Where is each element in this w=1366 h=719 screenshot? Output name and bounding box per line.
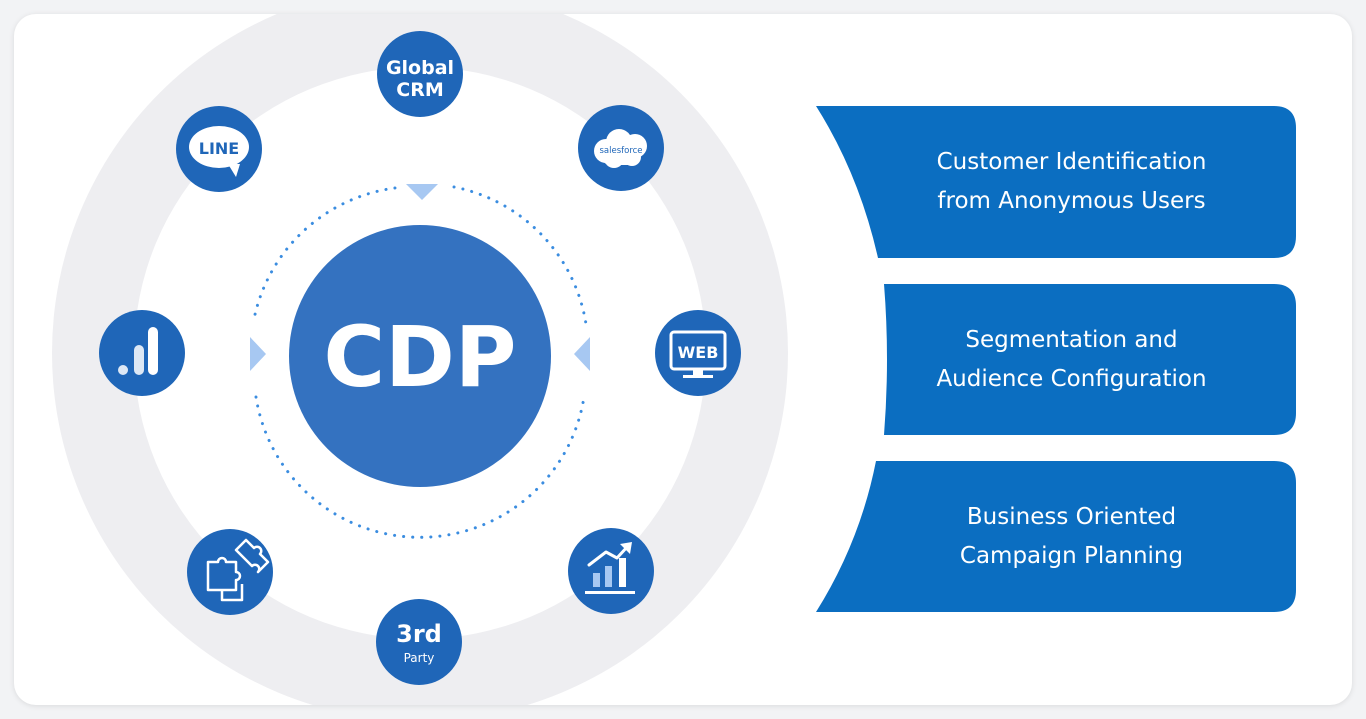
analytics-icon	[118, 327, 158, 375]
chart-node	[568, 528, 654, 614]
feature-label-2: Segmentation and Audience Configuration	[884, 284, 1259, 435]
web-node: WEB	[655, 310, 741, 396]
third-party-circle	[376, 599, 462, 685]
arrow-down	[406, 184, 438, 200]
feature-label-3: Business Oriented Campaign Planning	[884, 461, 1259, 612]
line-node: LINE	[176, 106, 262, 192]
arrow-left	[574, 337, 590, 371]
arrow-right	[250, 337, 266, 371]
dotted-arc-top-left	[252, 186, 397, 321]
salesforce-label: salesforce	[599, 146, 642, 156]
global-crm-circle	[377, 31, 463, 117]
line-label: LINE	[199, 139, 239, 158]
puzzle-icon	[206, 538, 270, 602]
dotted-arcs	[252, 185, 588, 539]
third-party-small: Party	[404, 651, 435, 665]
feature-panel-2	[884, 284, 1296, 435]
feature-panel-1	[816, 106, 1296, 258]
cdp-center-label: CDP	[324, 308, 517, 406]
feature-2-line2: Audience Configuration	[936, 365, 1207, 392]
dotted-arc-top-right	[452, 185, 588, 326]
diagram-card: CDP Global CRM LINE	[14, 14, 1352, 705]
feature-2-line1: Segmentation and	[965, 326, 1178, 353]
feature-1-line1: Customer Identification	[936, 149, 1207, 175]
web-label: WEB	[678, 343, 719, 362]
third-party-node: 3rd Party	[376, 599, 462, 685]
web-icon	[669, 330, 727, 378]
feature-label-1: Customer Identification from Anonymous U…	[884, 106, 1259, 258]
analytics-node	[99, 310, 185, 396]
puzzle-node	[187, 529, 273, 615]
feature-panel-3	[816, 461, 1296, 612]
salesforce-node: salesforce	[578, 105, 664, 191]
cdp-diagram: CDP Global CRM LINE	[52, 14, 1296, 705]
line-icon	[189, 126, 249, 177]
feature-1-line2: from Anonymous Users	[937, 188, 1206, 214]
cdp-center-circle	[289, 225, 551, 487]
global-crm-node: Global CRM	[377, 31, 463, 117]
feature-3-line2: Campaign Planning	[959, 542, 1184, 569]
puzzle-circle	[187, 529, 273, 615]
feature-3-line1: Business Oriented	[966, 503, 1177, 530]
third-party-big: 3rd	[396, 620, 442, 648]
chart-icon	[585, 542, 635, 594]
global-crm-line1: Global	[386, 57, 454, 79]
global-crm-line2: CRM	[396, 79, 443, 101]
salesforce-icon	[594, 129, 647, 168]
